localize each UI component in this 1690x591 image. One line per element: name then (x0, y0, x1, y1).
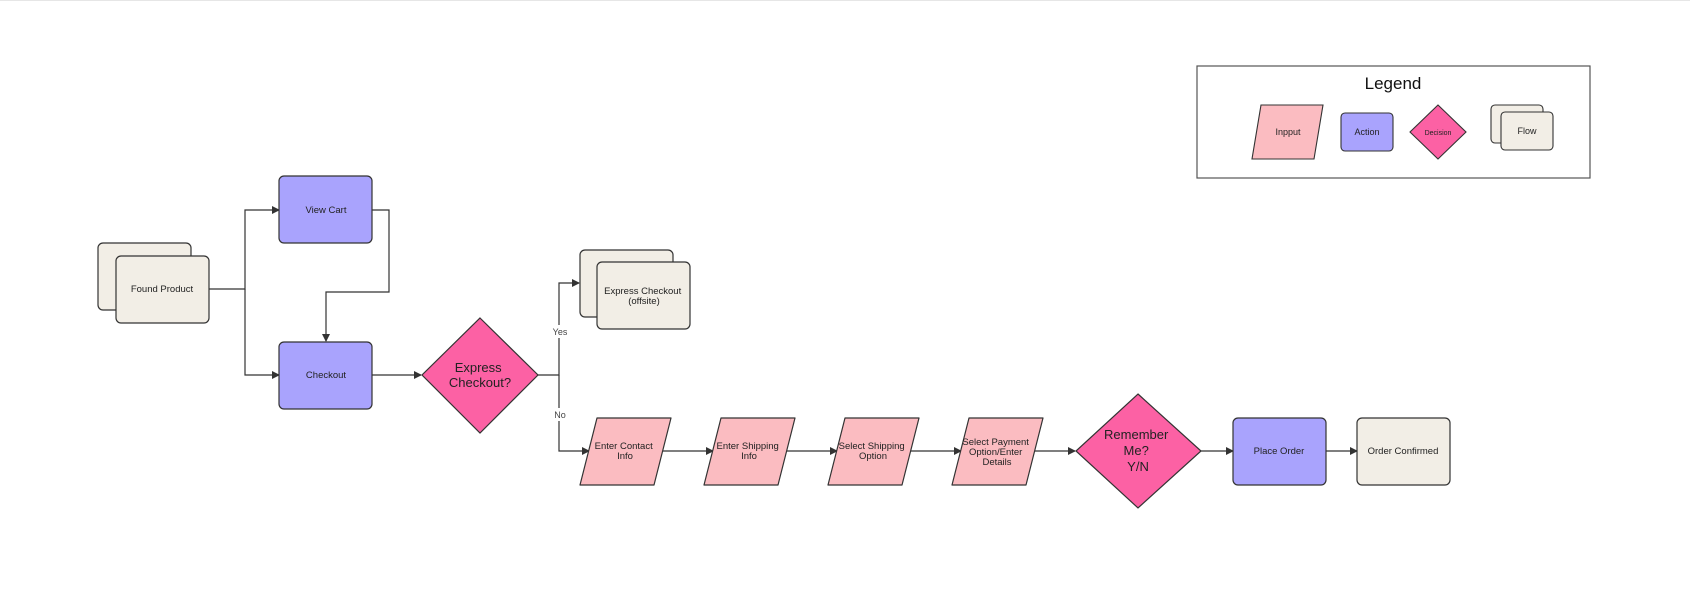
legend-flow-label: Flow (1517, 126, 1537, 136)
node-label: View Cart (305, 205, 346, 216)
input-shape (703, 417, 796, 486)
node-place-order[interactable]: Place Order (1232, 417, 1327, 486)
node-label: Express Checkout (offsite) (604, 286, 684, 307)
node-label: Select Payment Option/Enter Details (962, 437, 1031, 468)
node-checkout[interactable]: Checkout (278, 341, 373, 410)
input-shape (951, 417, 1044, 486)
node-label: Found Product (131, 284, 194, 295)
node-express-checkout-decision[interactable]: Express Checkout? (421, 317, 539, 434)
node-label: Checkout (306, 370, 346, 381)
node-label: Place Order (1254, 446, 1305, 457)
legend-title: Legend (1365, 74, 1422, 93)
legend: Legend Inpput Action Decision Flow (1196, 65, 1591, 179)
flow-shape (115, 255, 210, 324)
node-express-checkout-offsite[interactable]: Express Checkout (offsite) (579, 249, 691, 330)
legend-decision-label: Decision (1425, 130, 1452, 137)
node-label: Select Shipping Option (839, 441, 908, 462)
node-select-shipping-option[interactable]: Select Shipping Option (827, 417, 920, 486)
decision-shape (421, 317, 539, 434)
node-label: Remember Me? Y/N (1104, 427, 1172, 474)
edge-viewcart-checkout (322, 209, 390, 342)
action-shape (278, 341, 373, 410)
flow-shape (1356, 417, 1451, 486)
edge-found-checkout (244, 289, 280, 379)
node-enter-contact-info[interactable]: Enter Contact Info (579, 417, 672, 486)
node-label: Enter Shipping Info (717, 441, 782, 462)
node-label: Express Checkout? (449, 360, 511, 390)
input-shape (827, 417, 920, 486)
flow-shape (596, 261, 691, 330)
legend-decision-shape (1409, 104, 1467, 160)
action-shape (278, 175, 373, 244)
legend-action-shape (1340, 112, 1394, 152)
edge-yes-bg (550, 325, 570, 338)
node-label: Enter Contact Info (595, 441, 656, 462)
edge-found-viewcart (209, 206, 280, 290)
action-shape (1232, 417, 1327, 486)
node-enter-shipping-info[interactable]: Enter Shipping Info (703, 417, 796, 486)
node-view-cart[interactable]: View Cart (278, 175, 373, 244)
edge-label-no: No (554, 410, 566, 420)
legend-action-label: Action (1354, 127, 1379, 137)
legend-flow-shape (1500, 111, 1554, 151)
edge-express-no (558, 375, 590, 455)
node-order-confirmed[interactable]: Order Confirmed (1356, 417, 1451, 486)
node-label: Order Confirmed (1368, 446, 1439, 457)
legend-input-shape (1251, 104, 1324, 160)
node-select-payment-option[interactable]: Select Payment Option/Enter Details (951, 417, 1044, 486)
connectors (209, 206, 1358, 455)
input-shape (579, 417, 672, 486)
decision-shape (1075, 393, 1202, 509)
node-remember-me-decision[interactable]: Remember Me? Y/N (1075, 393, 1202, 509)
node-found-product[interactable]: Found Product (97, 242, 210, 324)
legend-input-label: Inpput (1275, 127, 1301, 137)
edge-label-yes: Yes (553, 327, 568, 337)
edge-no-bg (550, 408, 570, 421)
